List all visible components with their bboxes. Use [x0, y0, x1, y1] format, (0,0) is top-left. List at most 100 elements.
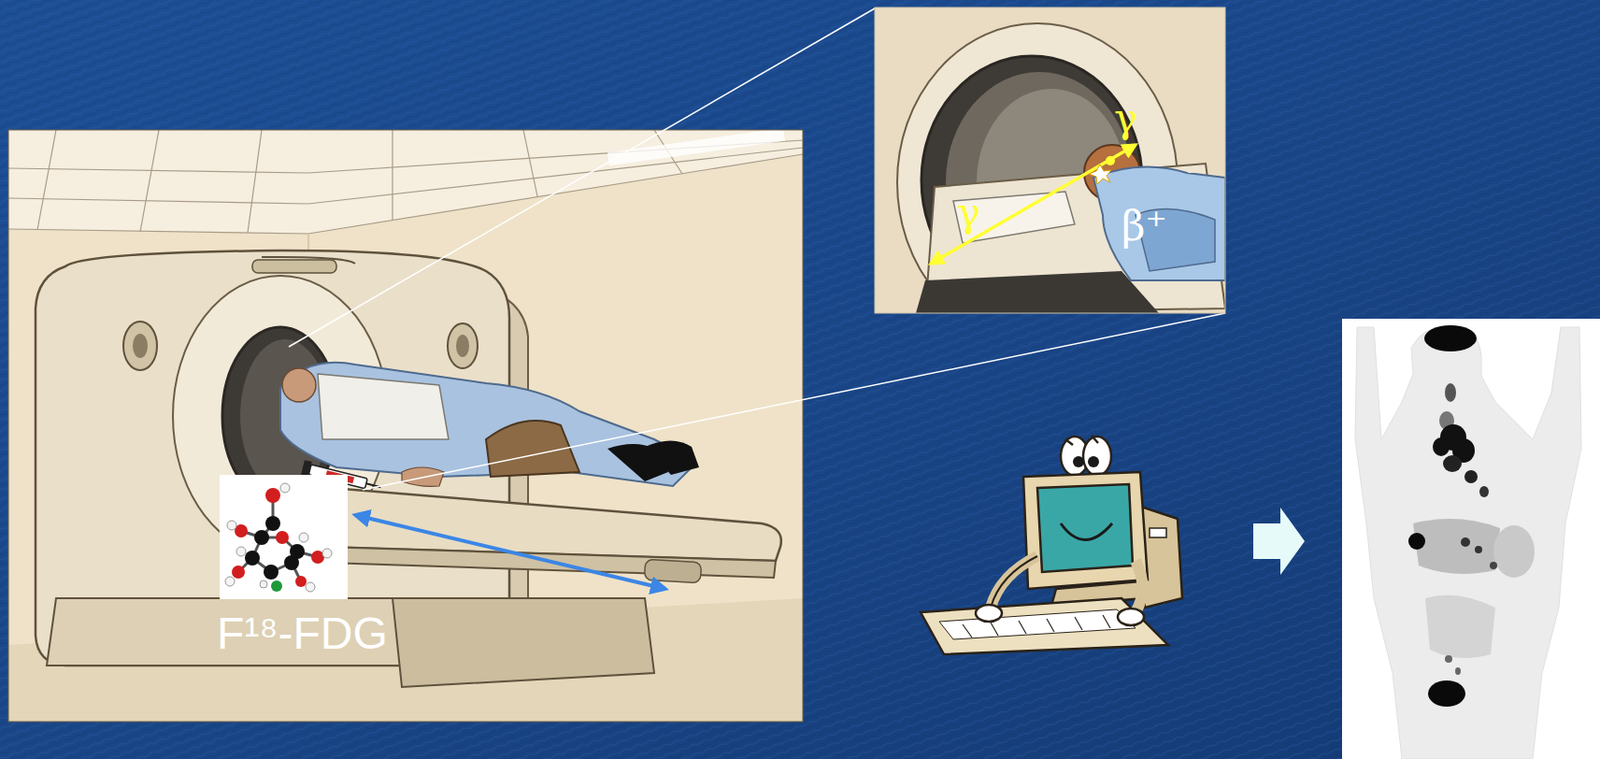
scanner-scene — [252, 259, 337, 273]
zoom-inset — [915, 271, 1159, 314]
pet-image — [1474, 545, 1483, 554]
pet-image — [1425, 595, 1496, 658]
scanner-scene — [8, 198, 309, 204]
computer-cartoon — [975, 604, 1002, 622]
fdg-molecule — [219, 474, 348, 600]
computer-cartoon — [1065, 435, 1099, 445]
fdg-molecule — [275, 530, 289, 544]
gamma-label: γ — [957, 191, 981, 235]
scanner-scene — [123, 321, 158, 371]
scanner-scene — [132, 333, 148, 358]
scanner-scene — [8, 228, 309, 234]
computer-cartoon — [1135, 560, 1143, 613]
scanner-scene — [523, 129, 538, 197]
fdg-molecule — [225, 576, 235, 586]
zoom-line — [288, 8, 875, 347]
pet-image — [1413, 518, 1500, 574]
computer-cartoon — [1037, 484, 1133, 572]
computer-cartoon — [1023, 471, 1148, 589]
fdg-molecule — [265, 487, 281, 503]
computer-cartoon — [939, 609, 1136, 640]
pet-image — [1355, 327, 1582, 759]
computer-cartoon — [920, 598, 1169, 655]
computer-cartoon — [990, 556, 1038, 608]
zoom-inset — [874, 7, 1226, 314]
positron-label: β⁺ — [1121, 203, 1168, 249]
computer-cartoon — [1087, 456, 1100, 468]
zoom-inset — [1093, 167, 1226, 281]
computer-cartoon — [1117, 608, 1144, 626]
gamma-label: γ — [1114, 97, 1138, 141]
scanner-scene — [140, 129, 159, 232]
fdg-molecule — [231, 565, 245, 579]
scanner-scene — [8, 129, 803, 722]
pet-image — [1428, 680, 1466, 707]
scanner-scene — [644, 441, 700, 476]
pet-image — [1342, 318, 1600, 759]
fdg-molecule — [271, 580, 283, 592]
scanner-scene — [282, 368, 316, 402]
pet-image — [1408, 532, 1426, 550]
pet-image — [1455, 667, 1461, 675]
scanner-scene — [317, 373, 449, 440]
zoom-line — [362, 313, 1226, 490]
pet-image — [1444, 383, 1457, 402]
fdg-molecule — [305, 582, 315, 592]
scanner-scene — [37, 129, 57, 230]
pet-image — [1432, 437, 1450, 457]
fdg-molecule — [227, 520, 237, 530]
scanner-scene — [447, 323, 478, 369]
computer-cartoon — [1060, 523, 1113, 541]
fdg-molecule — [259, 580, 268, 588]
scanner-scene — [300, 459, 313, 477]
fdg-molecule — [295, 575, 307, 587]
scanner-scene — [308, 154, 803, 234]
zoom-inset — [1105, 156, 1115, 166]
fdg-molecule — [265, 515, 281, 531]
pet-image — [1479, 485, 1489, 498]
pet-image — [1493, 525, 1535, 578]
fdg-molecule — [280, 483, 290, 493]
fdg-molecule — [284, 555, 300, 571]
zoom-inset — [1088, 164, 1112, 185]
zoom-inset — [953, 191, 1075, 243]
scanner-scene — [247, 129, 262, 233]
fdg-molecule — [263, 564, 279, 580]
process-arrow — [1253, 507, 1305, 575]
pet-image — [1444, 655, 1453, 663]
pet-image — [1460, 537, 1471, 547]
fdg-molecule — [244, 550, 260, 566]
pet-image — [1464, 470, 1478, 484]
table-motion-arrow — [355, 514, 666, 589]
zoom-inset — [930, 144, 1136, 264]
scanner-scene — [308, 147, 803, 204]
computer-cartoon — [1072, 456, 1085, 468]
fdg-molecule — [238, 500, 318, 582]
tracer-label: F¹⁸-FDG — [216, 609, 388, 659]
computer-cartoon — [1149, 528, 1167, 538]
scanner-scene — [280, 362, 692, 486]
scanner-scene — [8, 598, 803, 722]
scanner-scene — [456, 334, 470, 358]
computer-cartoon — [939, 609, 1136, 640]
scanner-scene — [391, 129, 393, 221]
fdg-molecule — [322, 548, 332, 558]
scanner-scene — [392, 598, 655, 687]
fdg-molecule — [225, 483, 332, 592]
computer-cartoon — [920, 435, 1183, 655]
fdg-molecule — [236, 546, 246, 557]
fdg-molecule — [219, 474, 348, 600]
pet-image — [1489, 561, 1498, 570]
scanner-scene — [8, 129, 803, 722]
scanner-scene — [643, 558, 701, 583]
pet-image — [1424, 325, 1477, 352]
pet-image — [1342, 318, 1600, 759]
computer-cartoon — [990, 556, 1038, 608]
pet-image — [1442, 455, 1462, 472]
fdg-molecule — [254, 529, 270, 545]
photo-frame — [8, 129, 803, 722]
scanner-scene — [8, 168, 309, 173]
